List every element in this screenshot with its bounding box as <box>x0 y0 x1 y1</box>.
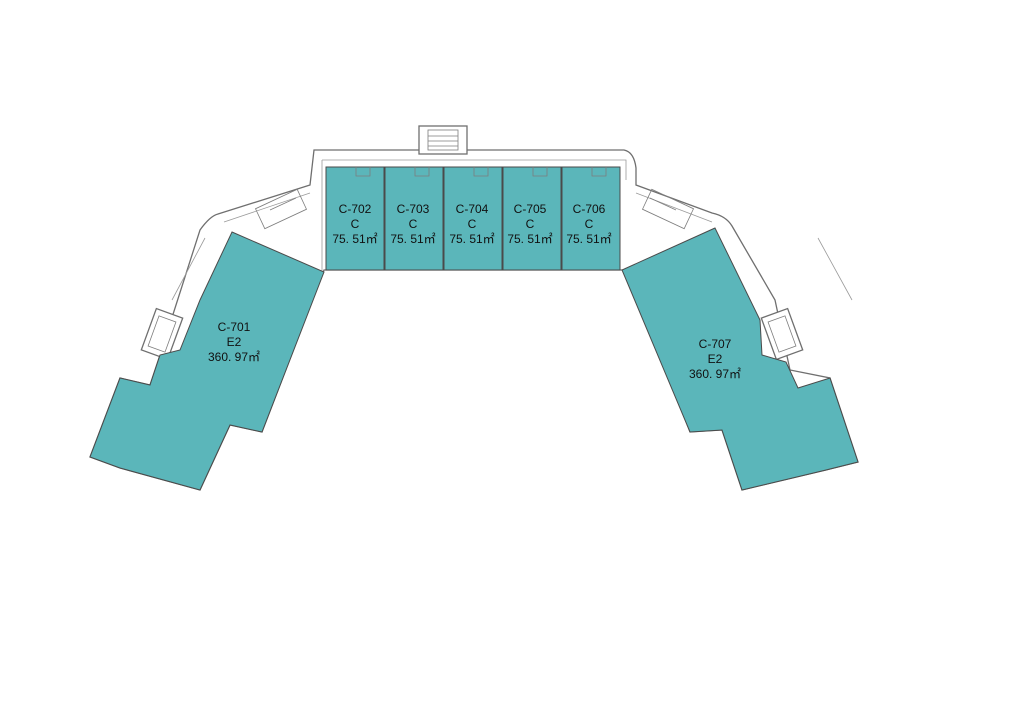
unit-c-707-shape[interactable] <box>621 227 859 491</box>
stair-top <box>418 125 468 155</box>
unit-type: E2 <box>708 352 723 366</box>
unit-shapes <box>89 166 859 491</box>
unit-id: C-703 <box>397 202 430 216</box>
unit-label-c-703: C-703 C 75. 51㎡ <box>390 202 435 246</box>
unit-c-701-shape[interactable] <box>89 231 325 491</box>
unit-door-notches <box>355 167 607 177</box>
unit-label-c-706: C-706 C 75. 51㎡ <box>566 202 611 246</box>
unit-area: 360. 97㎡ <box>689 367 741 381</box>
unit-type: C <box>468 217 477 231</box>
unit-type: C <box>409 217 418 231</box>
unit-id: C-701 <box>218 320 251 334</box>
unit-label-c-701: C-701 E2 360. 97㎡ <box>208 320 260 364</box>
unit-area: 75. 51㎡ <box>566 232 611 246</box>
unit-type: C <box>585 217 594 231</box>
unit-area: 75. 51㎡ <box>332 232 377 246</box>
stair-left <box>140 307 184 361</box>
unit-c-706-shape[interactable] <box>561 166 621 271</box>
elevator-left <box>254 188 308 230</box>
unit-c-704-shape[interactable] <box>443 166 503 271</box>
unit-area: 75. 51㎡ <box>507 232 552 246</box>
unit-label-c-704: C-704 C 75. 51㎡ <box>449 202 494 246</box>
unit-type: E2 <box>227 335 242 349</box>
unit-id: C-707 <box>699 337 732 351</box>
unit-type: C <box>351 217 360 231</box>
elevator-right <box>641 188 695 230</box>
unit-label-c-702: C-702 C 75. 51㎡ <box>332 202 377 246</box>
unit-id: C-706 <box>573 202 606 216</box>
unit-id: C-704 <box>456 202 489 216</box>
unit-id: C-702 <box>339 202 372 216</box>
unit-c-703-shape[interactable] <box>384 166 444 271</box>
unit-area: 75. 51㎡ <box>390 232 435 246</box>
unit-type: C <box>526 217 535 231</box>
unit-c-702-shape[interactable] <box>325 166 385 271</box>
unit-label-c-705: C-705 C 75. 51㎡ <box>507 202 552 246</box>
unit-c-705-shape[interactable] <box>502 166 562 271</box>
unit-area: 75. 51㎡ <box>449 232 494 246</box>
unit-id: C-705 <box>514 202 547 216</box>
unit-label-c-707: C-707 E2 360. 97㎡ <box>689 337 741 381</box>
stair-right <box>760 307 804 361</box>
unit-area: 360. 97㎡ <box>208 350 260 364</box>
